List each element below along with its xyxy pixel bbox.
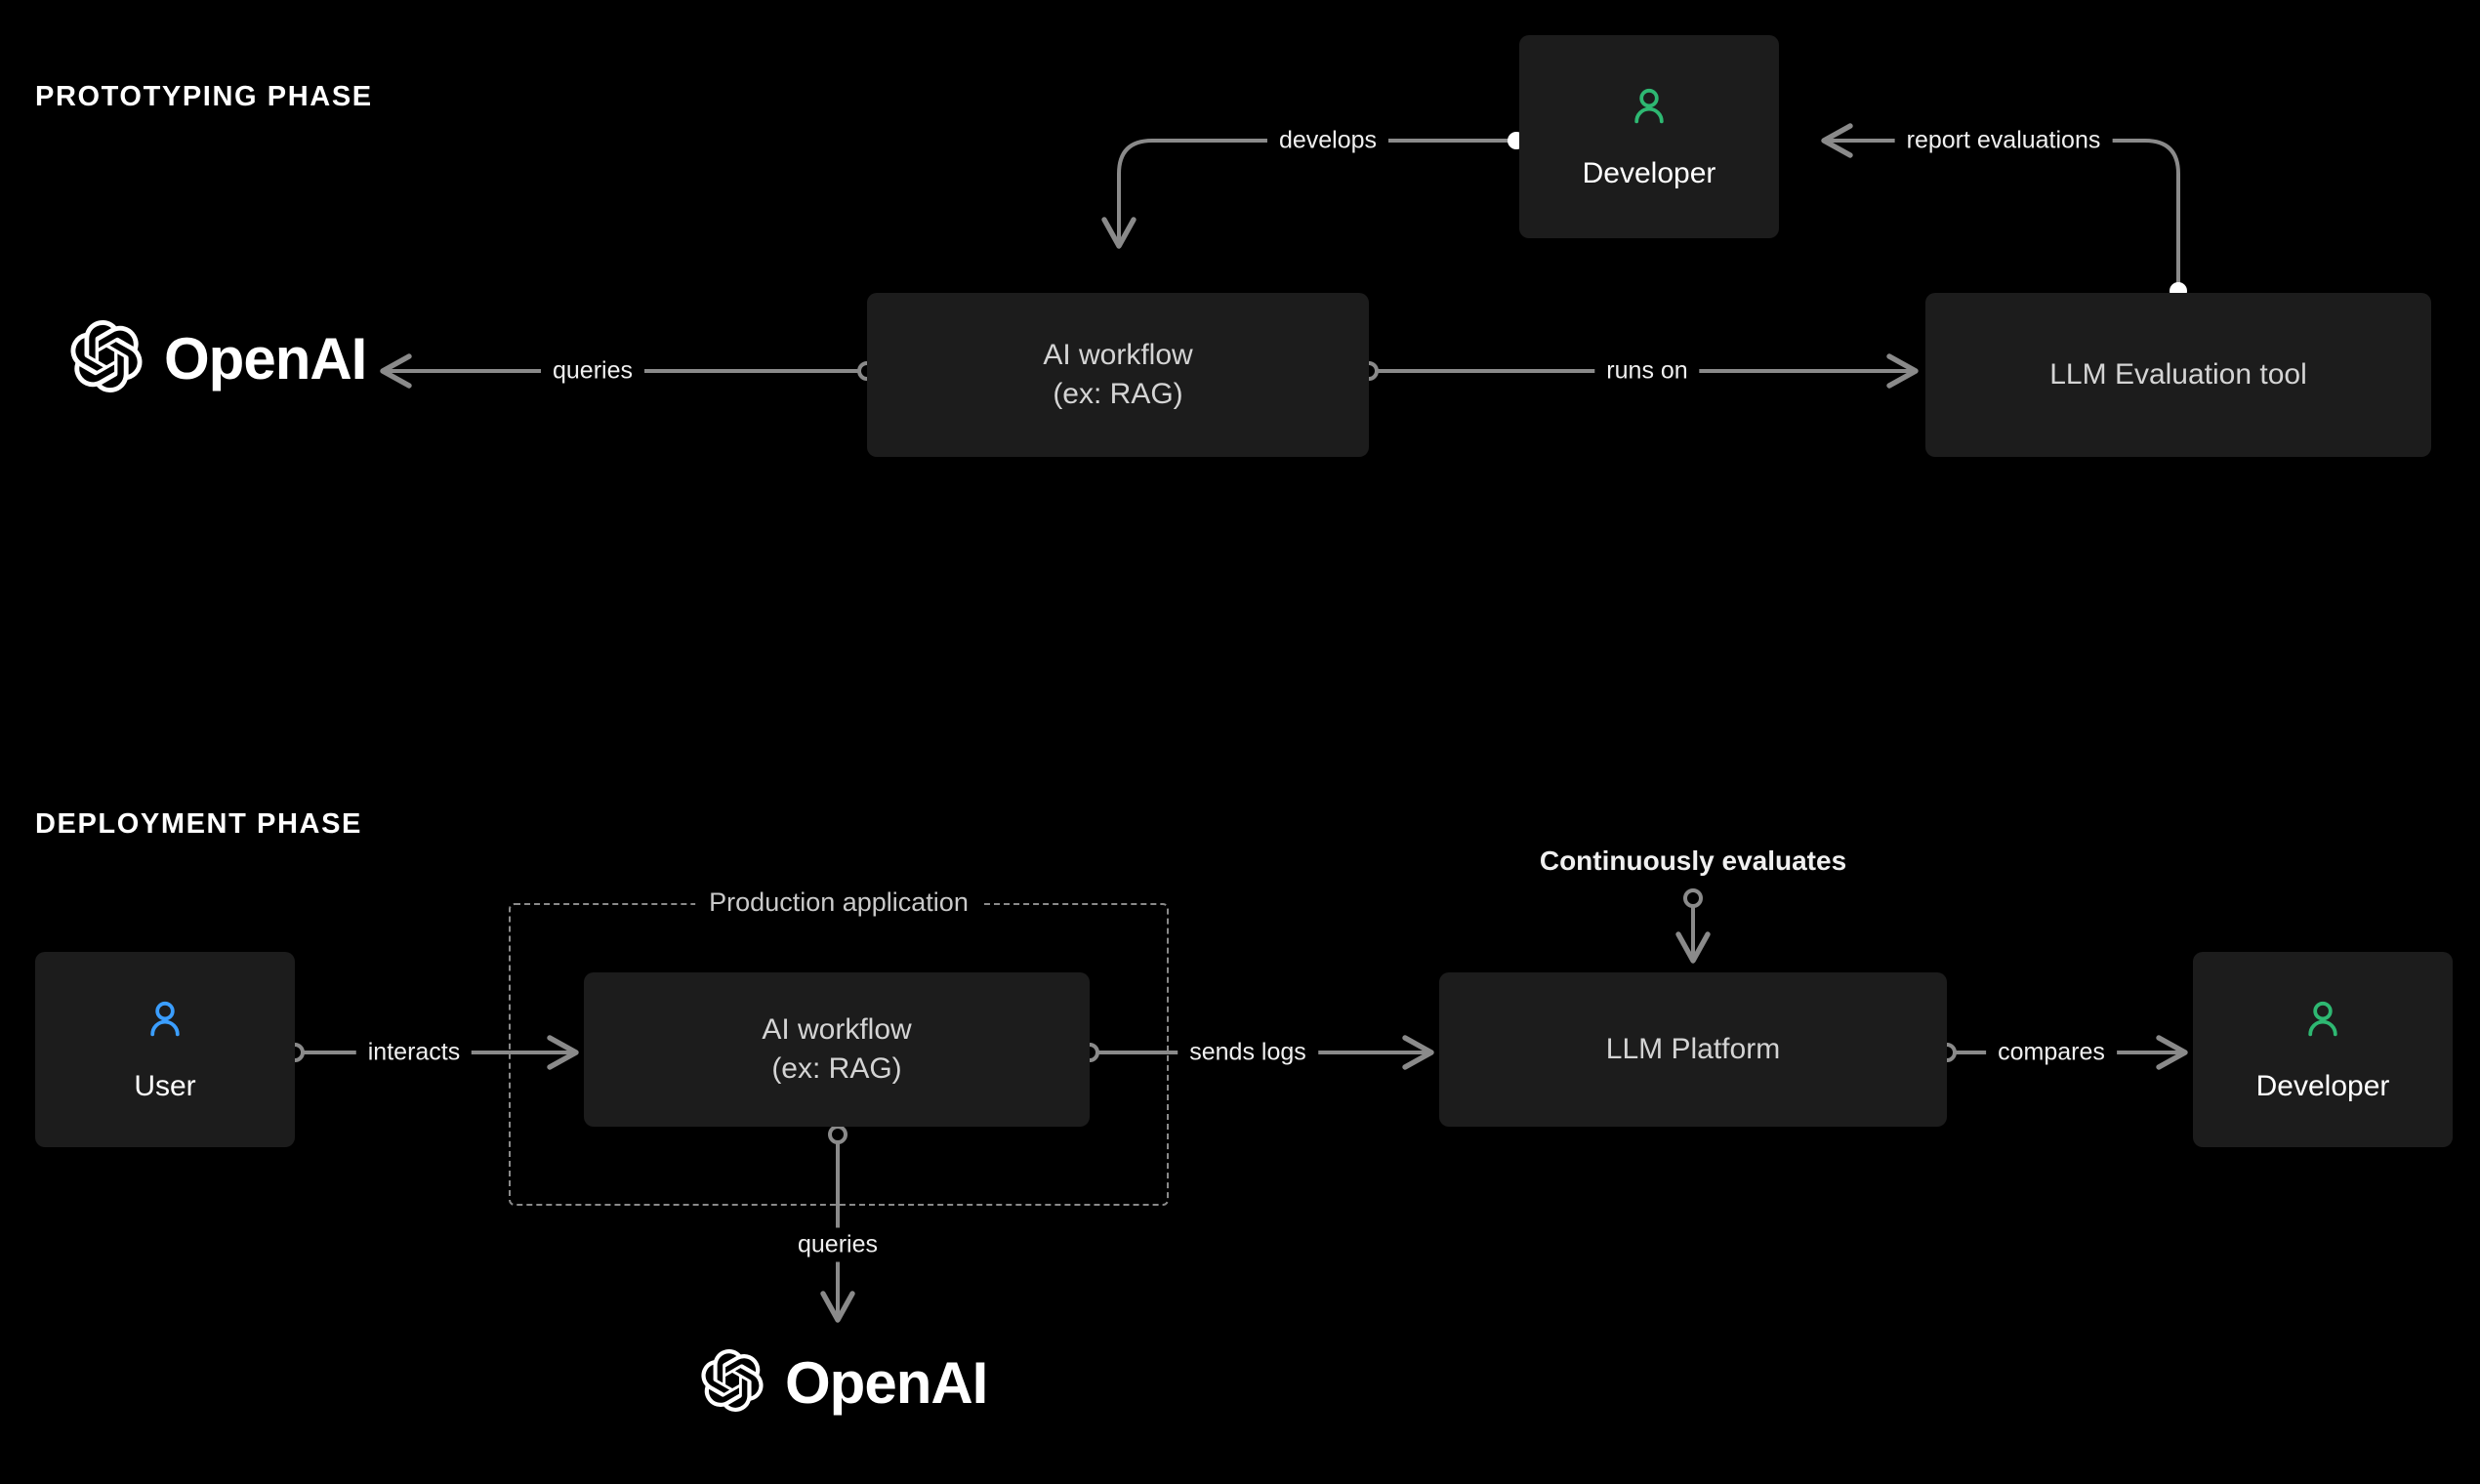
group-label: Production application [695,887,982,918]
edge-label-develops: develops [1266,123,1389,158]
node-label: LLM Evaluation tool [2049,357,2307,391]
node-developer-prototyping[interactable]: Developer [1519,35,1779,238]
edge-label-compares: compares [1986,1035,2117,1070]
openai-logo-icon [70,320,143,397]
node-ai-workflow-production[interactable]: AI workflow (ex: RAG) [584,972,1090,1127]
node-user[interactable]: User [35,952,295,1147]
node-llm-platform[interactable]: LLM Platform [1439,972,1947,1127]
node-llm-evaluation-tool[interactable]: LLM Evaluation tool [1925,293,2431,457]
node-label-line2: (ex: RAG) [771,1052,902,1085]
phase-title-deployment: DEPLOYMENT PHASE [35,808,362,840]
edge-label-continuously-evaluates: Continuously evaluates [1539,845,1847,876]
edge-label-queries-deployment: queries [786,1227,889,1262]
node-developer-deployment[interactable]: Developer [2193,952,2453,1147]
edge-label-sends-logs: sends logs [1178,1035,1318,1070]
edge-report-evaluations [1821,123,2180,291]
node-ai-workflow-prototyping[interactable]: AI workflow (ex: RAG) [867,293,1369,457]
node-label-line1: AI workflow [1043,338,1193,371]
node-label: Developer [1582,156,1716,189]
openai-logo-icon [701,1349,764,1417]
openai-logo-proto: OpenAI [70,320,367,397]
node-label-line2: (ex: RAG) [1053,378,1183,410]
person-icon [2299,997,2346,1049]
person-icon [1626,84,1673,136]
node-label: LLM Platform [1605,1032,1781,1065]
openai-wordmark: OpenAI [785,1350,988,1416]
node-label: User [134,1069,196,1102]
node-label: Developer [2255,1069,2390,1102]
edge-label-runs-on: runs on [1594,353,1700,389]
openai-logo-deploy: OpenAI [701,1349,988,1417]
group-production-application: Production application [509,887,1169,1206]
edge-label-queries-prototyping: queries [541,353,644,389]
person-icon [142,997,188,1049]
phase-title-prototyping: PROTOTYPING PHASE [35,81,373,112]
edge-label-report-evaluations: report evaluations [1894,123,2113,158]
node-label-line1: AI workflow [762,1012,912,1046]
openai-wordmark: OpenAI [164,326,367,392]
edge-label-interacts: interacts [355,1035,473,1070]
port-dot [1683,888,1703,908]
